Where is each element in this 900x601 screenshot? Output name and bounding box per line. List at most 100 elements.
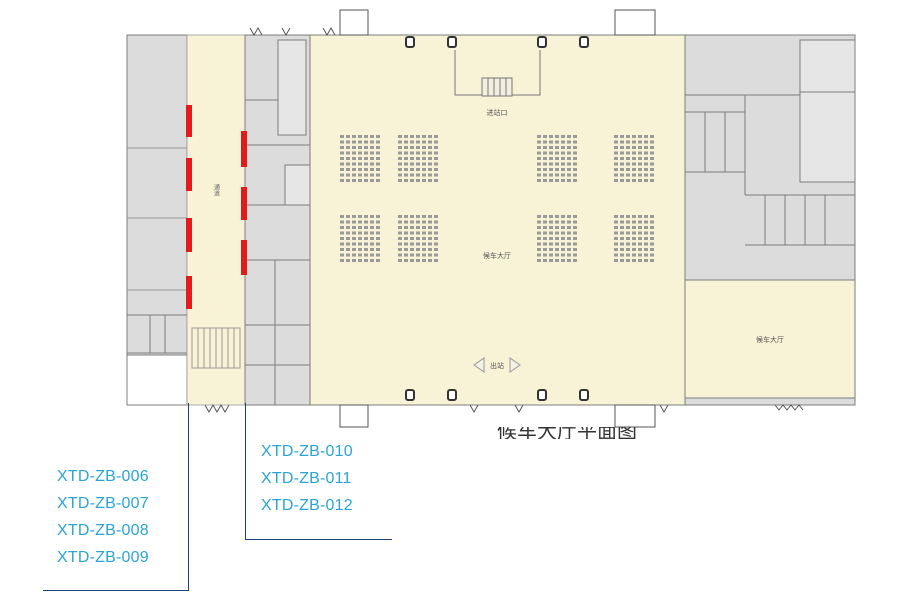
seat (358, 146, 362, 149)
seat (404, 253, 408, 257)
seat (650, 146, 654, 149)
seat (398, 248, 402, 251)
seat (650, 226, 654, 229)
seat (370, 135, 374, 138)
seat (632, 248, 636, 251)
seat (561, 259, 565, 262)
seat (632, 259, 636, 262)
seat (370, 226, 374, 229)
seat (376, 253, 380, 257)
seat (620, 140, 624, 144)
seat (428, 162, 432, 166)
seat (632, 231, 636, 235)
seat (404, 151, 408, 155)
seat (428, 231, 432, 235)
seat (555, 215, 559, 218)
seat (376, 146, 380, 149)
seat (340, 215, 344, 218)
seat (549, 242, 553, 246)
seat (370, 242, 374, 246)
seat (404, 259, 408, 262)
callout-left-group: XTD-ZB-006 XTD-ZB-007 XTD-ZB-008 XTD-ZB-… (57, 463, 149, 571)
seat (404, 168, 408, 171)
seat (537, 231, 541, 235)
seat (650, 215, 654, 218)
seat (370, 157, 374, 160)
seat (428, 220, 432, 224)
seat (626, 242, 630, 246)
seat (422, 248, 426, 251)
seat (376, 140, 380, 144)
seat (632, 157, 636, 160)
seat (416, 146, 420, 149)
seat (650, 168, 654, 171)
seat (364, 220, 368, 224)
callout-label: XTD-ZB-011 (261, 470, 352, 487)
hall-label: 候车大厅 (483, 251, 511, 260)
seat (352, 226, 356, 229)
seat (567, 237, 571, 240)
seat (614, 242, 618, 246)
seat (567, 215, 571, 218)
seat (543, 248, 547, 251)
seat (422, 140, 426, 144)
callout-label: XTD-ZB-012 (261, 497, 353, 514)
seat (346, 168, 350, 171)
seat (620, 259, 624, 262)
callout-label: XTD-ZB-009 (57, 549, 149, 566)
seat (352, 215, 356, 218)
seat (620, 215, 624, 218)
seat (410, 151, 414, 155)
seat (352, 140, 356, 144)
seat (358, 220, 362, 224)
seat (549, 226, 553, 229)
seat (650, 140, 654, 144)
seat (358, 248, 362, 251)
seat (340, 226, 344, 229)
seat (632, 220, 636, 224)
seat (614, 226, 618, 229)
seat (352, 135, 356, 138)
seat (614, 135, 618, 138)
seat (543, 179, 547, 182)
seat (555, 135, 559, 138)
seat (549, 173, 553, 177)
seat (428, 157, 432, 160)
seat (434, 237, 438, 240)
seat (650, 179, 654, 182)
seat (370, 140, 374, 144)
seat (638, 151, 642, 155)
seat (555, 248, 559, 251)
seat (555, 151, 559, 155)
seat (644, 226, 648, 229)
seat (370, 215, 374, 218)
seat (567, 259, 571, 262)
seat (614, 168, 618, 171)
seat (561, 237, 565, 240)
seat (620, 146, 624, 149)
seat (555, 231, 559, 235)
seat (340, 157, 344, 160)
seat (650, 173, 654, 177)
seat (346, 151, 350, 155)
seat (398, 162, 402, 166)
seat (543, 146, 547, 149)
seat (537, 253, 541, 257)
seat (567, 151, 571, 155)
seat (404, 226, 408, 229)
seat (346, 253, 350, 257)
seat (573, 231, 577, 235)
seat (620, 220, 624, 224)
seat (428, 259, 432, 262)
seat (537, 151, 541, 155)
seat (340, 248, 344, 251)
seat (416, 173, 420, 177)
seat (644, 179, 648, 182)
seat (340, 253, 344, 257)
seat (376, 151, 380, 155)
seat (549, 135, 553, 138)
seat (561, 151, 565, 155)
seat (422, 215, 426, 218)
seat (404, 248, 408, 251)
seat (370, 231, 374, 235)
